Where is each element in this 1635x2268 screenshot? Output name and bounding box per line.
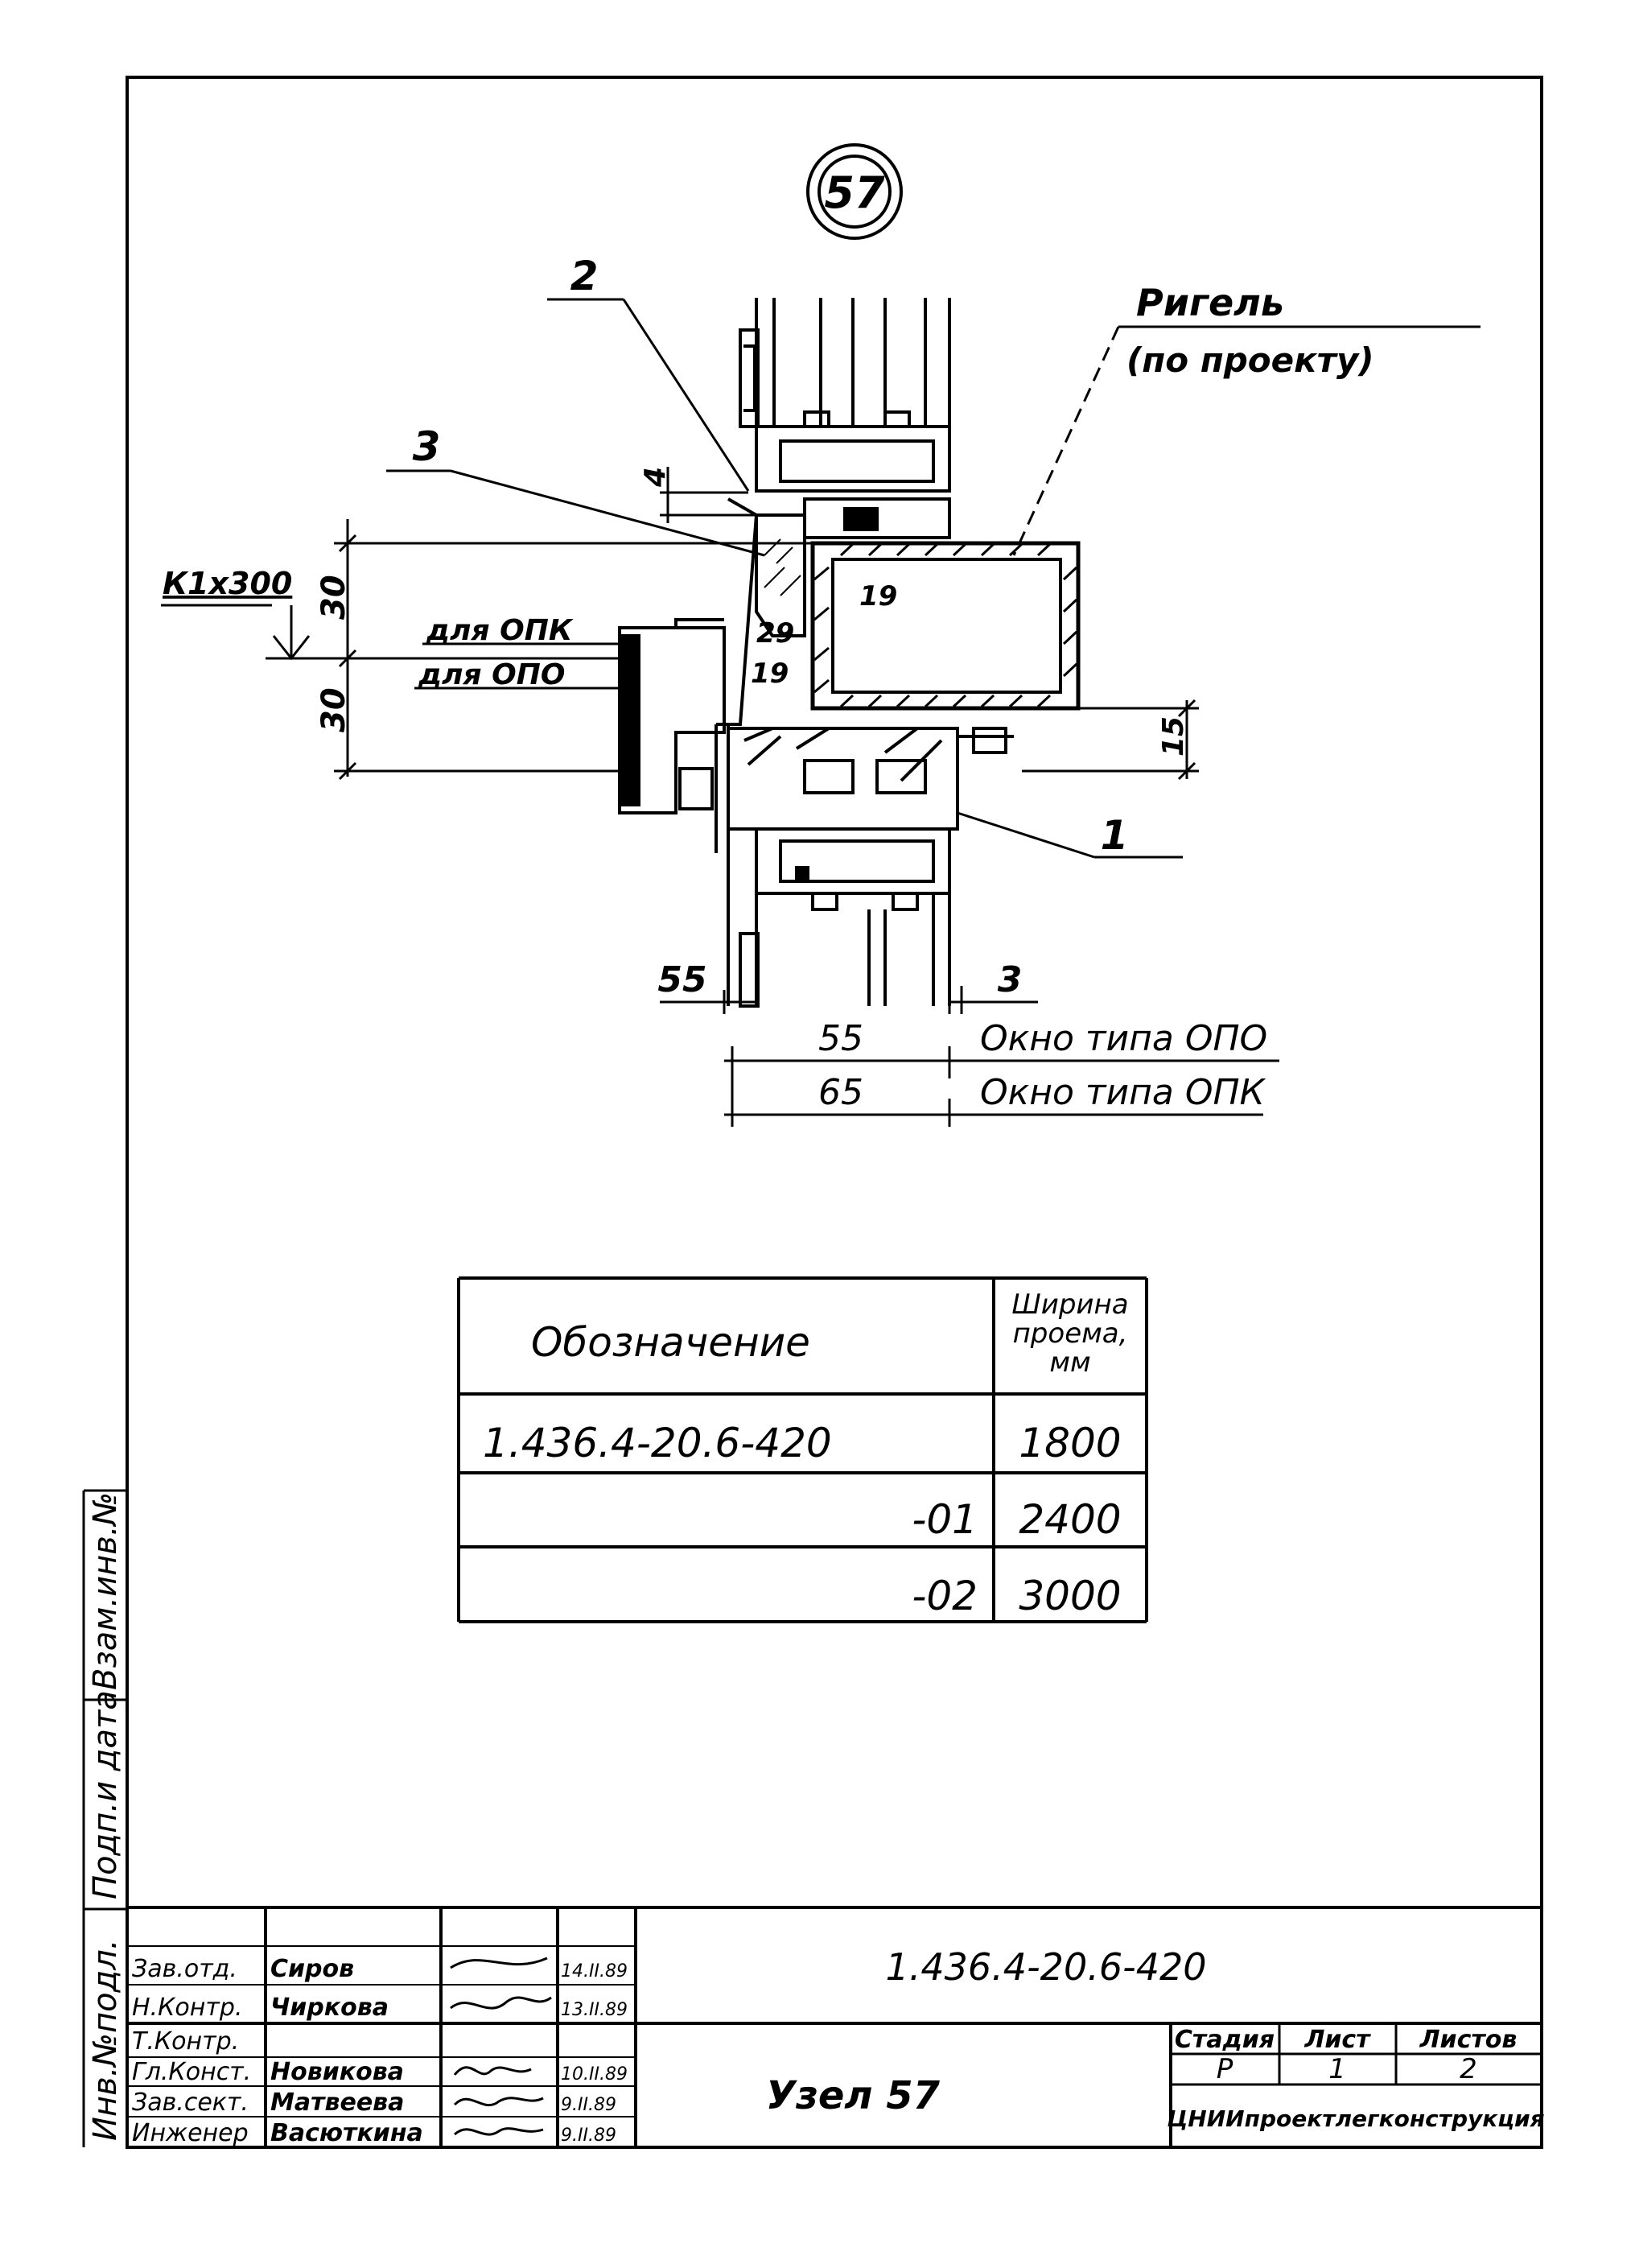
signer-role: Зав.отд. xyxy=(132,1955,237,1983)
doc-code: 1.436.4-20.6-420 xyxy=(886,1945,1207,1989)
spec-row-3-designation: -02 xyxy=(912,1573,978,1619)
spec-row-2-designation: -01 xyxy=(912,1496,978,1543)
signature xyxy=(453,2066,532,2076)
dim-29: 29 xyxy=(756,617,794,649)
title-block xyxy=(127,1906,1542,2147)
section-drawing xyxy=(618,298,1081,1008)
sheets-value: 2 xyxy=(1460,2053,1477,2085)
signer-date: 13.II.89 xyxy=(561,2000,628,2020)
spec-table-text: Обозначение Ширина проема, мм 1.436.4-20… xyxy=(483,1289,1129,1619)
dim-19-a: 19 xyxy=(859,580,897,612)
window-opo: Окно типа ОПО xyxy=(980,1018,1267,1059)
rigel-note: (по проекту) xyxy=(1126,340,1374,380)
stage-value: Р xyxy=(1217,2053,1233,2085)
side-stamp-podp-data: Подп.и дата xyxy=(87,1690,124,1899)
signature xyxy=(450,1996,552,2010)
side-stamp: Инв.№подл. Подп.и дата Взам.инв.№ xyxy=(82,1489,127,2147)
spec-header-width-3: мм xyxy=(1049,1346,1090,1379)
spec-header-designation: Обозначение xyxy=(531,1319,810,1366)
node-number: 57 xyxy=(824,167,885,218)
signer-name: Васюткина xyxy=(270,2119,423,2147)
label-opo: для ОПО xyxy=(418,658,565,691)
callout-3: 3 xyxy=(413,423,441,470)
leaders xyxy=(386,298,1481,859)
side-stamp-vzam-inv: Взам.инв.№ xyxy=(87,1492,124,1690)
signer-name: Матвеева xyxy=(270,2089,404,2117)
drawing-labels: 2 3 1 Ригель (по проекту) К1х300 для ОПК… xyxy=(163,253,1374,1113)
signer-date: 14.II.89 xyxy=(561,1961,628,1981)
callout-2: 2 xyxy=(570,253,599,299)
spec-row-1-width: 1800 xyxy=(1019,1420,1121,1466)
signature xyxy=(453,2097,544,2107)
sheet-value: 1 xyxy=(1328,2053,1346,2085)
sheets-header: Листов xyxy=(1419,2026,1518,2054)
signer-role: Гл.Конст. xyxy=(132,2058,251,2086)
dim-65-row: 65 xyxy=(818,1072,863,1113)
dim-55-row: 55 xyxy=(818,1018,863,1059)
signer-date: 10.II.89 xyxy=(561,2064,628,2084)
rigel-label: Ригель xyxy=(1136,281,1284,324)
title-block-text: 1.436.4-20.6-420 Узел 57 Стадия Лист Лис… xyxy=(132,1945,1545,2147)
organization: ЦНИИпроектлегконструкция xyxy=(1167,2105,1544,2132)
signer-role: Т.Контр. xyxy=(132,2027,239,2056)
label-opk: для ОПК xyxy=(426,614,574,647)
signer-name: Чиркова xyxy=(270,1994,389,2022)
stage-header: Стадия xyxy=(1175,2026,1275,2054)
window-opk: Окно типа ОПК xyxy=(980,1072,1266,1113)
node-marker: 57 xyxy=(806,143,903,240)
spec-row-1-designation: 1.436.4-20.6-420 xyxy=(483,1420,832,1466)
signer-role: Н.Контр. xyxy=(132,1994,242,2022)
sheet-title: Узел 57 xyxy=(766,2073,941,2118)
signer-date: 9.II.89 xyxy=(561,2126,616,2146)
spec-header-width-2: проема, xyxy=(1013,1318,1128,1350)
dim-15: 15 xyxy=(1157,716,1190,757)
dimension-lines xyxy=(161,467,1279,1127)
signer-name: Сиров xyxy=(270,1955,354,1983)
signer-date: 9.II.89 xyxy=(561,2095,616,2115)
side-stamp-inv-podl: Инв.№подл. xyxy=(87,1939,124,2141)
section-mark: К1х300 xyxy=(163,566,292,601)
signer-role: Инженер xyxy=(132,2119,249,2147)
signature xyxy=(453,2127,544,2136)
dim-19-b: 19 xyxy=(751,658,789,690)
dim-4: 4 xyxy=(639,467,672,488)
spec-header-width-1: Ширина xyxy=(1011,1289,1128,1321)
spec-row-2-width: 2400 xyxy=(1019,1496,1121,1543)
dim-55: 55 xyxy=(657,959,706,1000)
dim-30-top: 30 xyxy=(315,575,352,620)
dim-3: 3 xyxy=(998,959,1023,1000)
dim-30-bottom: 30 xyxy=(315,687,352,732)
callout-1: 1 xyxy=(1101,812,1129,859)
signature xyxy=(450,1957,548,1969)
spec-row-3-width: 3000 xyxy=(1019,1573,1121,1619)
signer-role: Зав.сект. xyxy=(132,2089,249,2117)
spec-table xyxy=(457,1276,1148,1623)
sheet-frame xyxy=(126,76,1543,2149)
signer-name: Новикова xyxy=(270,2058,404,2086)
sheet-header: Лист xyxy=(1303,2026,1371,2054)
